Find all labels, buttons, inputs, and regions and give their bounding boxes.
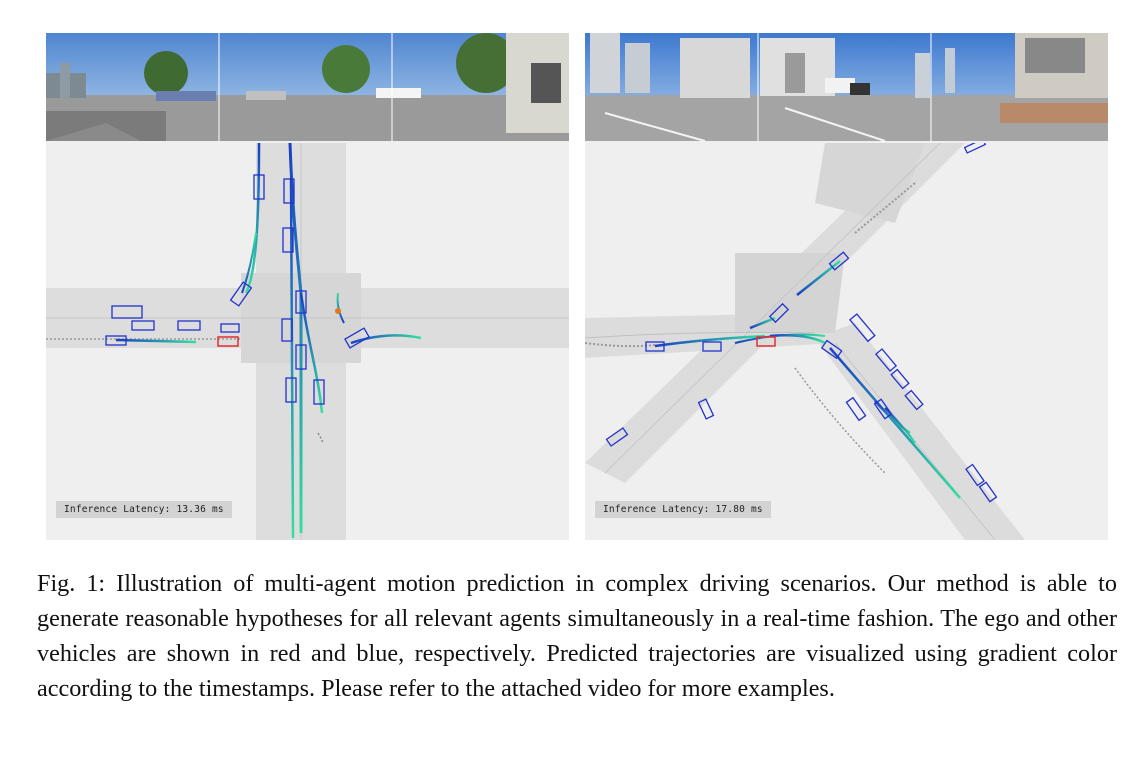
right-scenario-panel: Inference Latency: 17.80 ms <box>585 33 1108 540</box>
right-bev-map <box>585 143 1108 540</box>
inference-latency-label: Inference Latency: 13.36 ms <box>56 501 232 518</box>
inference-latency-label: Inference Latency: 17.80 ms <box>595 501 771 518</box>
right-camera-strip <box>585 33 1108 141</box>
left-camera-strip <box>46 33 569 141</box>
left-bev-map <box>46 143 569 540</box>
left-scenario-panel: Inference Latency: 13.36 ms <box>46 33 569 540</box>
figure-caption: Fig. 1: Illustration of multi-agent moti… <box>37 570 1117 702</box>
